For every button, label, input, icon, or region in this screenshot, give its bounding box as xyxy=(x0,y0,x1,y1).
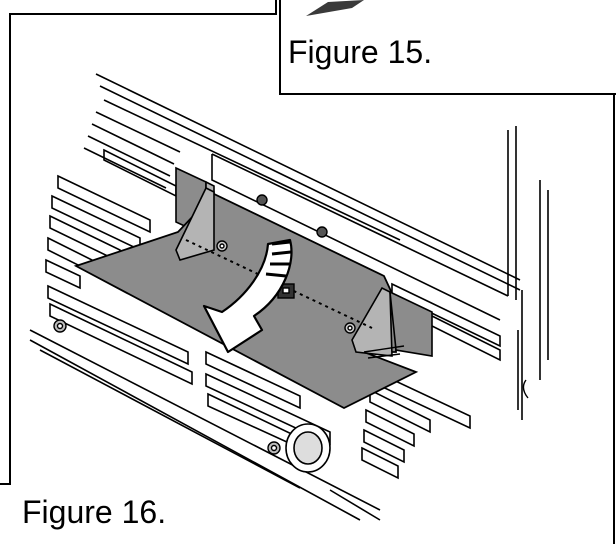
screw-icon xyxy=(53,319,67,333)
figure-16-caption: Figure 16. xyxy=(22,494,167,530)
screw-icon xyxy=(344,322,356,334)
open-direction-arrow-icon xyxy=(202,238,293,354)
screw-icon xyxy=(316,226,328,238)
screw-icon xyxy=(216,240,228,252)
screw-icon xyxy=(267,441,281,455)
round-button-icon xyxy=(285,423,331,473)
screw-icon xyxy=(256,194,268,206)
printer-body-lines xyxy=(83,73,549,420)
cover-screws xyxy=(53,194,328,455)
cover-side-flaps xyxy=(175,186,433,357)
lower-body-lines xyxy=(29,329,381,521)
figure-15-caption: Figure 15. xyxy=(288,34,433,70)
cover-edge-details xyxy=(363,345,529,399)
panel-screws xyxy=(216,240,356,334)
figure-15-arrow-tip xyxy=(306,0,364,16)
